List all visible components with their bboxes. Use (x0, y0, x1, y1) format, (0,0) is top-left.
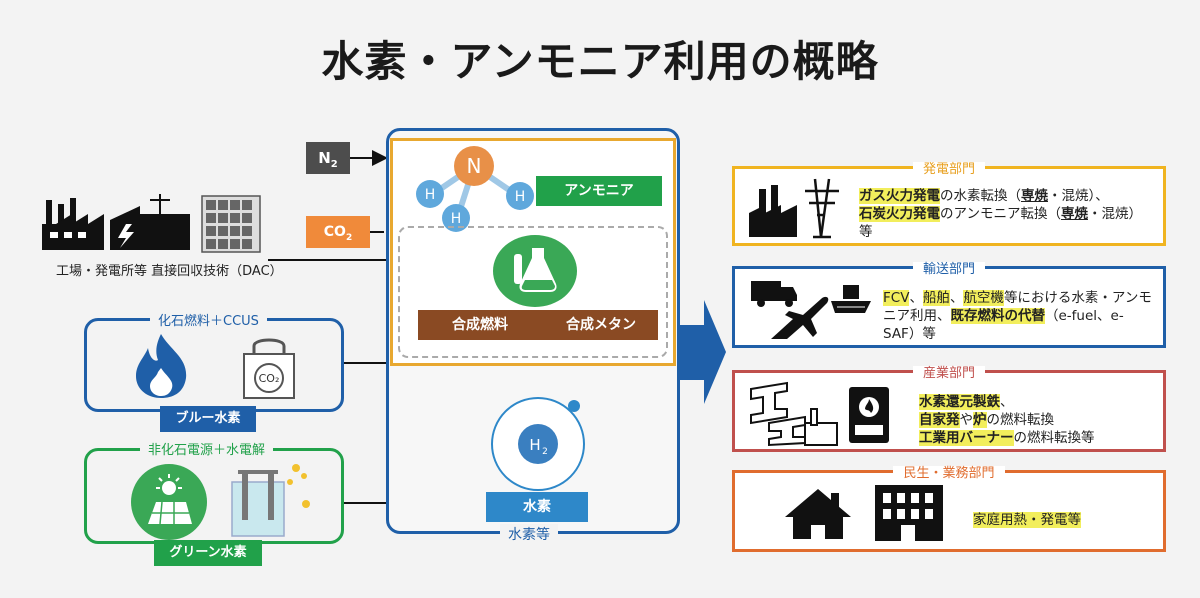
co2-label: CO (323, 224, 346, 240)
synthetic-fuel-label: 合成燃料 (452, 317, 508, 333)
factory-caption: 工場・発電所等 直接回収技術（DAC） (56, 264, 283, 279)
central-panel-label: 水素等 (500, 524, 558, 544)
power-line2-rest: のアンモニア転換（ (940, 206, 1061, 222)
residential-sector-title: 民生・業務部門 (893, 466, 1005, 481)
power-line1-rest: の水素転換（ (940, 188, 1021, 204)
industry-sector-text: 水素還元製鉄、 自家発や炉の燃料転換 工業用バーナーの燃料転換等 (919, 393, 1163, 447)
transport-text1: 等における水素・アンモ (1003, 290, 1152, 306)
transport-fcv: FCV (883, 290, 910, 306)
synthetic-methane-label: 合成メタン (566, 317, 636, 333)
synthesis-label-bar (418, 310, 658, 340)
electrolysis-icon (231, 464, 310, 537)
residential-sector-text: 家庭用熱・発電等 (973, 511, 1081, 529)
co2-capture-text: CO₂ (259, 372, 280, 385)
h2-main: H (529, 436, 540, 454)
transport-text4: SAF）等 (883, 326, 936, 342)
transport-fuel-substitute: 既存燃料の代替 (950, 308, 1045, 324)
power-sector-title: 発電部門 (912, 162, 985, 177)
molecule-h-right: H (515, 189, 526, 205)
transport-sector-panel: 輸送部門 FCV、船舶、航空機等における水素・アンモ ニア利用、既存燃料の代替（… (732, 262, 1166, 348)
blue-hydrogen-panel (84, 318, 344, 412)
molecule-n: N (467, 154, 482, 178)
n2-subscript: 2 (330, 159, 338, 170)
house-icon (785, 489, 851, 539)
power-plant-icon (749, 178, 839, 239)
power-line2-end: ・混焼） (1087, 206, 1142, 222)
transport-sep2: 、 (949, 290, 964, 306)
blue-hydrogen-label: ブルー水素 (160, 406, 256, 432)
power-line1-end: ・混焼）、 (1048, 188, 1109, 204)
transport-text3: （e-fuel、e- (1045, 308, 1124, 324)
green-hydrogen-title: 非化石電源＋水電解 (140, 439, 274, 458)
h2-sub: 2 (542, 447, 548, 457)
hydrogen-label: 水素 (486, 492, 588, 522)
dac-icon (201, 195, 261, 253)
power-line1-u: 専焼 (1021, 188, 1048, 204)
co2-box: CO2 (306, 216, 370, 248)
industry-sector-panel: 産業部門 水素還元製鉄、 自家発や炉の燃料転換 工業用バーナーの燃料転換等 (732, 366, 1166, 452)
flask-icon (493, 235, 577, 307)
residential-heat-power: 家庭用熱・発電等 (973, 512, 1081, 528)
power-gas-highlight: ガス火力発電 (859, 188, 940, 204)
flame-icon (136, 334, 187, 398)
green-hydrogen-label: グリーン水素 (154, 540, 262, 566)
co2-subscript: 2 (345, 232, 353, 243)
n2-label: N (318, 149, 331, 167)
transport-ship: 船舶 (922, 290, 950, 306)
page-title: 水素・アンモニア利用の概略 (321, 37, 879, 86)
transport-aircraft: 航空機 (963, 290, 1004, 306)
power-line2-u: 専焼 (1060, 206, 1088, 222)
industry-line1-end: 、 (1000, 394, 1014, 410)
transport-icons (751, 281, 871, 339)
transport-sep1: 、 (909, 290, 923, 306)
transport-sector-text: FCV、船舶、航空機等における水素・アンモ ニア利用、既存燃料の代替（e-fue… (883, 289, 1159, 343)
industry-furnace: 炉 (973, 412, 987, 428)
power-sector-text: ガス火力発電の水素転換（専焼・混焼）、 石炭火力発電のアンモニア転換（専焼・混焼… (859, 187, 1159, 241)
industry-icons (750, 381, 889, 447)
solar-panel-icon (131, 464, 207, 540)
power-sector-panel: 発電部門 ガス火力発電の水素転換（専焼・混焼）、 石炭火力発電のアンモニア転換（… (732, 162, 1166, 246)
transport-sector-title: 輸送部門 (912, 262, 985, 277)
ammonia-label: アンモニア (536, 176, 662, 206)
n2-box: N2 (306, 142, 350, 174)
synthesis-dashed-box (398, 226, 668, 358)
office-building-icon (875, 485, 943, 541)
industry-line3-end: の燃料転換等 (1013, 430, 1095, 446)
molecule-h-left: H (425, 187, 436, 203)
industry-line2-end: の燃料転換 (986, 412, 1055, 428)
industry-sector-title: 産業部門 (912, 366, 985, 381)
industry-line2-mid: や (959, 412, 974, 428)
co2-capture-icon: CO₂ (243, 338, 295, 399)
h2-icon: H 2 (491, 397, 585, 491)
industry-burner: 工業用バーナー (919, 430, 1014, 446)
power-coal-highlight: 石炭火力発電 (859, 206, 940, 222)
blue-hydrogen-title: 化石燃料＋CCUS (150, 310, 267, 329)
residential-sector-panel: 民生・業務部門 家庭用熱・発電等 (732, 466, 1166, 552)
molecule-h-bottom: H (451, 211, 462, 227)
ammonia-molecule-icon: N H H H (416, 146, 534, 232)
factory-icon (42, 194, 190, 250)
industry-hydrogen-steel: 水素還元製鉄 (919, 394, 1000, 410)
power-line3: 等 (859, 224, 873, 240)
transport-text2: ニア利用、 (883, 308, 951, 324)
industry-self-generation: 自家発 (919, 412, 960, 428)
